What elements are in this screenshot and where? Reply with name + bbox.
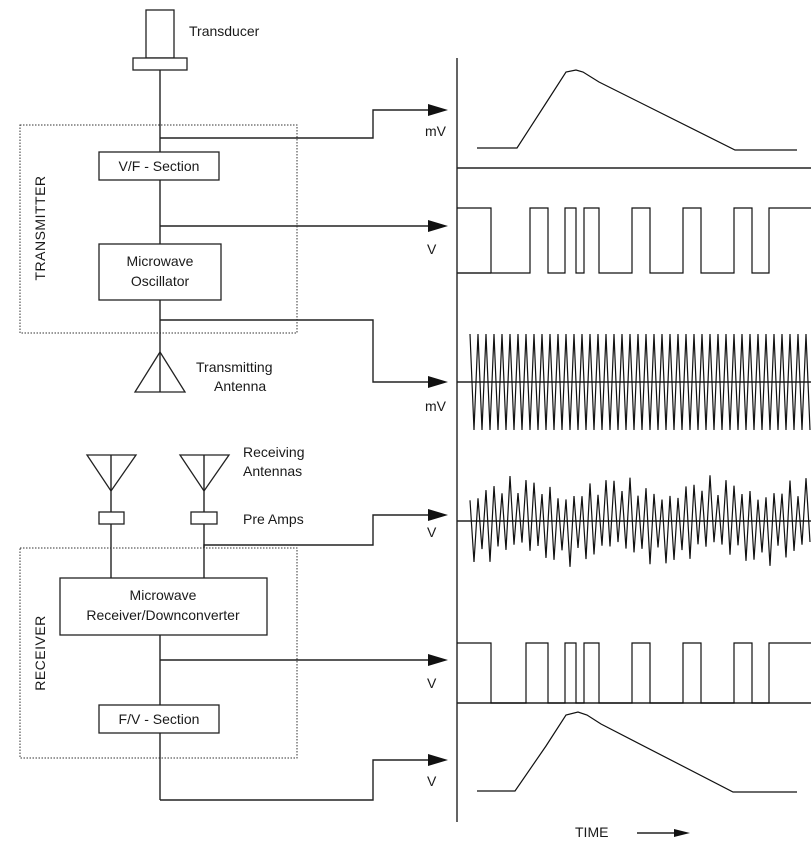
wire-tap-transducer-signal [160, 109, 430, 139]
preamp-right [190, 511, 218, 525]
waveform-recovered-pulses [457, 642, 811, 704]
waveform-microwave-carrier [469, 333, 811, 431]
vf-section-box [98, 151, 220, 181]
unit-label-3: mV [425, 398, 447, 414]
arrow-tap-3 [428, 376, 448, 388]
receiving-antenna-left [85, 454, 138, 525]
transmitter-label: TRANSMITTER [32, 175, 48, 280]
wire-tap-oscillator-signal [160, 319, 430, 383]
wire-tap-fv-signal [160, 759, 430, 801]
transmitting-antenna-label-line1: Transmitting [196, 359, 273, 375]
receiving-antennas-label-line1: Receiving [243, 444, 304, 460]
arrow-tap-6 [428, 754, 448, 766]
unit-label-4: V [427, 524, 437, 540]
transducer-label: Transducer [189, 23, 260, 39]
waveform-vf-pulses [457, 207, 811, 274]
vf-section-label: V/F - Section [119, 158, 200, 174]
microwave-oscillator-label-line2: Oscillator [131, 273, 190, 289]
preamp-left [98, 511, 125, 525]
arrow-tap-1 [428, 104, 448, 116]
microwave-receiver-box [59, 577, 268, 636]
receiving-antennas-label-line2: Antennas [243, 463, 302, 479]
time-axis-label: TIME [575, 824, 608, 840]
arrow-tap-4 [428, 509, 448, 521]
transmitter-frame [19, 124, 298, 334]
arrow-tap-5 [428, 654, 448, 666]
microwave-receiver-label-line2: Receiver/Downconverter [86, 607, 240, 623]
waveform-transducer-output [477, 69, 797, 151]
arrow-tap-2 [428, 220, 448, 232]
fv-section-box [98, 704, 220, 734]
unit-label-1: mV [425, 123, 447, 139]
microwave-oscillator-label-line1: Microwave [127, 253, 194, 269]
waveform-fv-output [477, 711, 797, 793]
pre-amps-label: Pre Amps [243, 511, 304, 527]
receiver-label: RECEIVER [32, 615, 48, 691]
waveform-received-carrier [469, 475, 811, 567]
transducer-body [145, 9, 175, 59]
transducer-base [132, 57, 188, 71]
microwave-receiver-label-line1: Microwave [130, 587, 197, 603]
microwave-oscillator-box [98, 243, 222, 301]
wire-tap-preamp-signal [203, 514, 430, 548]
receiving-antenna-right [178, 454, 231, 525]
transducer [132, 9, 188, 71]
fv-section-label: F/V - Section [119, 711, 200, 727]
time-arrow-icon [674, 829, 690, 837]
unit-label-5: V [427, 675, 437, 691]
transmitting-antenna-label-line2: Antenna [214, 378, 266, 394]
receiver-frame [19, 547, 298, 759]
unit-label-2: V [427, 241, 437, 257]
unit-label-6: V [427, 773, 437, 789]
